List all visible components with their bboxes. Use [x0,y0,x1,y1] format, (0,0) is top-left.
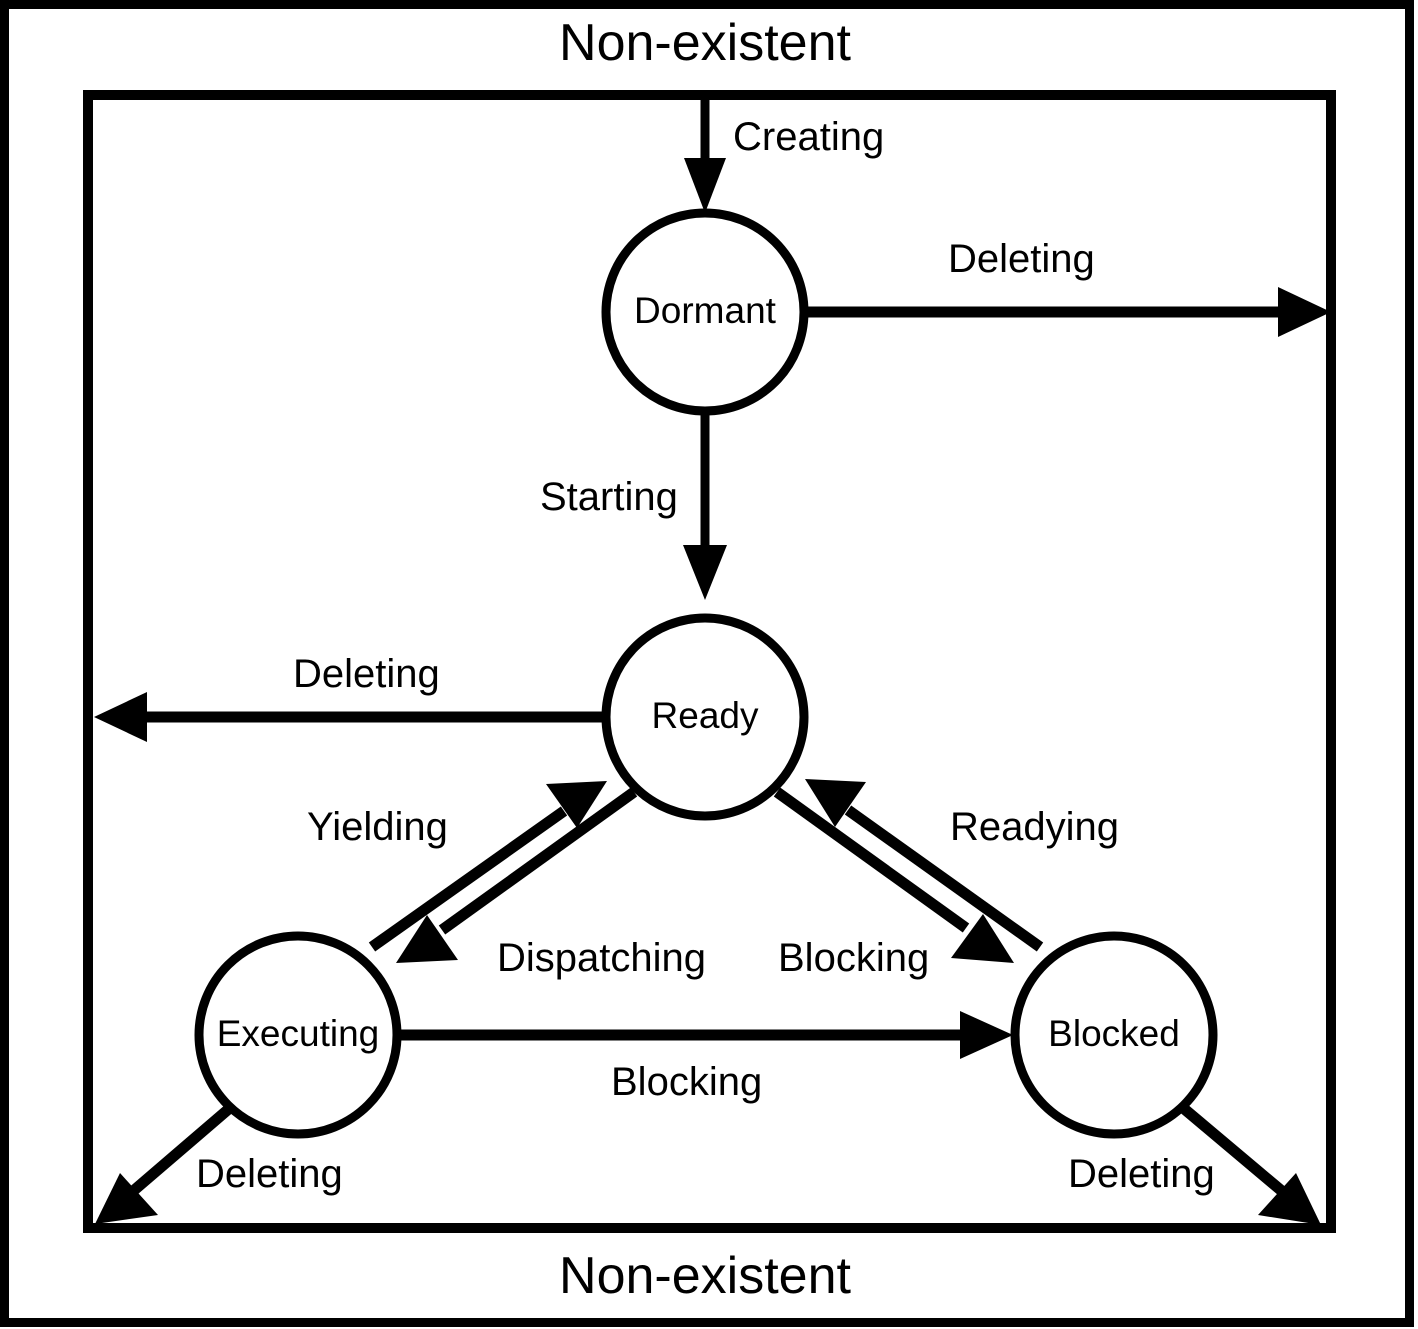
dormant-deleting-arrowhead [1278,287,1331,337]
state-label-blocked: Blocked [1048,1013,1180,1054]
transition-starting: Starting [540,412,727,600]
state-label-ready: Ready [652,695,759,736]
transition-readying: Readying [805,779,1119,952]
dispatching-arrowhead [396,915,458,963]
state-node-ready[interactable]: Ready [601,613,809,821]
exec-deleting-arrowhead [95,1173,158,1224]
readying-line [844,805,1044,952]
blocking-ready-arrowhead [951,914,1014,963]
transition-label-readying: Readying [950,805,1119,849]
transition-yielding: Yielding [307,781,607,952]
state-label-dormant: Dormant [634,290,777,331]
transition-blocking-exec: Blocking [400,1011,1013,1104]
state-node-dormant[interactable]: Dormant [601,208,809,416]
readying-arrowhead [805,779,866,827]
state-node-executing[interactable]: Executing [194,931,402,1139]
transition-label-ready-deleting: Deleting [293,652,440,696]
transition-exec-deleting: Deleting [95,1102,343,1224]
transition-label-exec-deleting: Deleting [196,1152,343,1196]
ready-circle[interactable] [601,613,809,821]
transition-label-starting: Starting [540,475,678,519]
transition-label-blocking-ready: Blocking [778,936,929,980]
transition-label-yielding: Yielding [307,805,448,849]
region-label-top: Non-existent [559,14,851,72]
transition-blocking-ready: Blocking [773,787,1014,980]
exec-deleting-line [128,1102,235,1197]
transition-dormant-deleting: Deleting [808,237,1331,337]
blocked-deleting-line [1178,1102,1287,1197]
blocking-ready-line [773,787,970,933]
creating-arrowhead [684,158,726,213]
executing-circle[interactable] [194,931,402,1139]
blocked-deleting-arrowhead [1258,1173,1321,1225]
state-node-blocked[interactable]: Blocked [1010,931,1218,1139]
dispatching-line [438,787,638,935]
transition-creating: Creating [684,97,884,213]
inner-frame [83,90,1336,1233]
transition-label-blocked-deleting: Deleting [1068,1152,1215,1196]
region-label-bottom: Non-existent [559,1247,851,1305]
transition-label-dormant-deleting: Deleting [948,237,1095,281]
transition-label-blocking-exec: Blocking [611,1060,762,1104]
dormant-circle[interactable] [601,208,809,416]
ready-deleting-arrowhead [94,692,147,742]
blocked-circle[interactable] [1010,931,1218,1139]
blocking-exec-arrowhead [960,1011,1013,1059]
transition-dispatching: Dispatching [396,787,706,980]
yielding-arrowhead [546,781,607,828]
starting-arrowhead [683,545,727,600]
transition-ready-deleting: Deleting [94,652,602,742]
transition-label-dispatching: Dispatching [497,936,706,980]
yielding-line [368,806,568,952]
transition-label-creating: Creating [733,115,884,159]
state-label-executing: Executing [217,1013,380,1054]
transition-blocked-deleting: Deleting [1068,1102,1321,1225]
